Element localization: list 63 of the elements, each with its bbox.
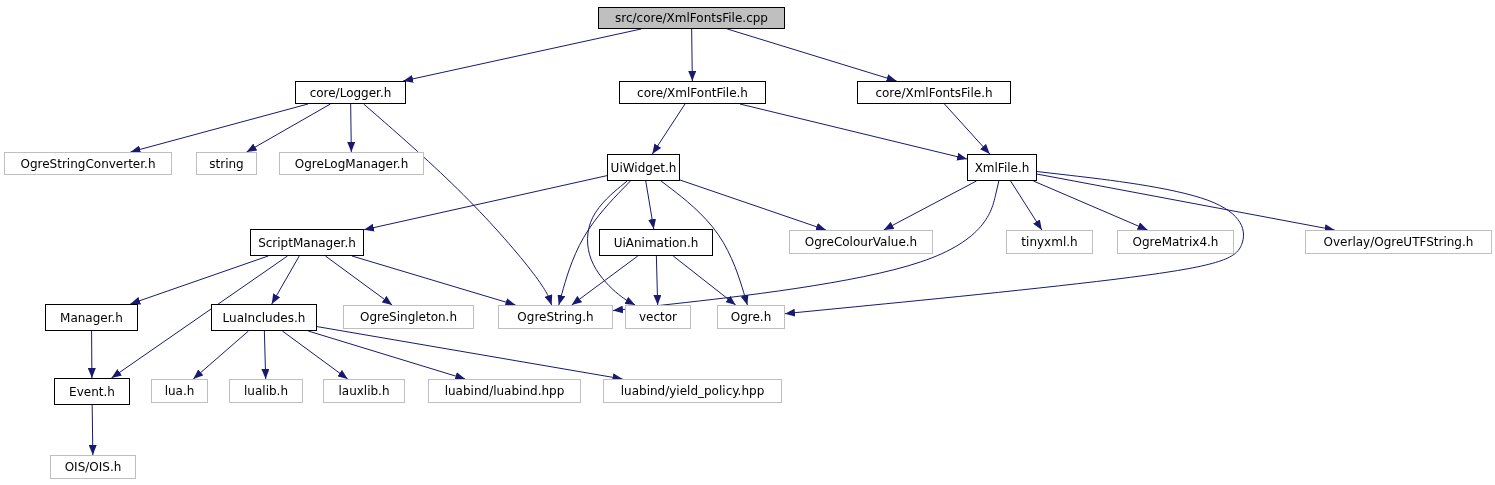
include-arrow [363, 103, 553, 306]
header-file-box: UiAnimation.h [599, 229, 713, 256]
external-header-box: OIS/OIS.h [50, 455, 136, 479]
include-arrow [883, 180, 977, 231]
header-file-box: core/XmlFontsFile.h [857, 81, 1011, 104]
include-arrow [612, 180, 1000, 314]
external-header-box: OgreLogManager.h [279, 152, 424, 175]
include-arrow [571, 255, 639, 306]
include-arrow [281, 330, 349, 380]
include-arrow [111, 255, 288, 379]
external-header-box: lauxlib.h [323, 379, 405, 403]
include-arrow [351, 255, 516, 306]
include-arrow [688, 28, 697, 82]
include-arrow [660, 180, 749, 306]
include-arrow [307, 330, 466, 380]
header-file-box: core/XmlFontFile.h [619, 81, 766, 104]
include-arrow [192, 330, 249, 380]
external-header-box: string [196, 152, 257, 175]
include-arrow [363, 175, 608, 232]
include-arrow [651, 103, 686, 155]
external-header-box: Ogre.h [717, 305, 785, 329]
external-header-box: vector [625, 305, 691, 329]
header-file-box: Manager.h [45, 304, 138, 331]
include-arrow [557, 180, 631, 306]
include-arrow [271, 255, 300, 305]
include-arrow [726, 28, 898, 82]
external-header-box: luabind/yield_policy.hpp [603, 379, 782, 403]
external-header-box: lualib.h [229, 379, 303, 403]
header-file-box: Event.h [54, 378, 130, 405]
header-file-box: ScriptManager.h [250, 229, 364, 256]
include-arrow [1010, 180, 1043, 231]
external-header-box: OgreString.h [498, 305, 613, 329]
include-arrow [943, 103, 991, 155]
header-file-box: XmlFile.h [967, 154, 1037, 181]
include-arrow [739, 103, 968, 161]
include-arrow [88, 404, 97, 456]
include-arrow [130, 103, 309, 154]
include-arrow [87, 330, 96, 379]
include-arrow [645, 180, 657, 230]
include-arrow [402, 28, 642, 83]
include-arrow [587, 180, 636, 306]
include-arrow [246, 103, 331, 153]
external-header-box: luabind/luabind.hpp [428, 379, 581, 403]
external-header-box: OgreStringConverter.h [4, 152, 172, 175]
source-file-box: src/core/XmlFontsFile.cpp [598, 7, 785, 29]
include-arrow [347, 103, 356, 153]
external-header-box: tinyxml.h [1006, 230, 1093, 254]
header-file-box: core/Logger.h [295, 81, 406, 104]
include-arrow [653, 255, 662, 306]
external-header-box: lua.h [151, 379, 208, 403]
include-arrow [672, 255, 737, 306]
header-file-box: LuaIncludes.h [211, 304, 317, 331]
header-file-box: UiWidget.h [607, 154, 680, 181]
include-arrow [784, 171, 1244, 317]
external-header-box: Overlay/OgreUTFString.h [1305, 230, 1492, 254]
external-header-box: OgreSingleton.h [343, 305, 474, 329]
include-arrow [679, 179, 827, 231]
external-header-box: OgreColourValue.h [789, 230, 933, 254]
include-arrow [1032, 180, 1149, 231]
include-arrow [324, 255, 393, 306]
include-arrow [129, 255, 269, 305]
include-arrow [261, 330, 270, 380]
external-header-box: OgreMatrix4.h [1117, 230, 1234, 254]
